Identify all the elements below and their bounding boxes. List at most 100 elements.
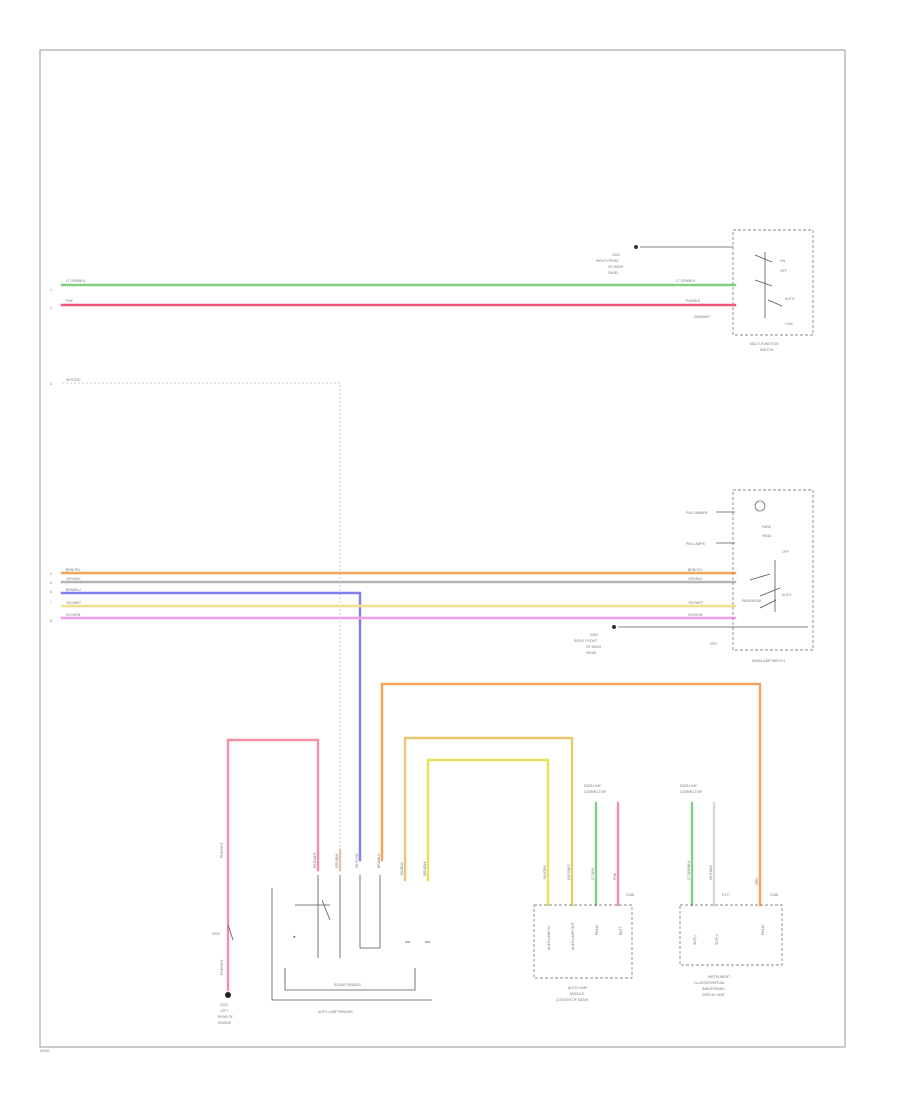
wire-label: PNK/BLK	[686, 299, 701, 303]
wire-label: WHT/VIO	[355, 853, 359, 868]
module-pin: AUTO LAMP IN	[547, 926, 551, 950]
ground-symbol	[634, 245, 638, 249]
pin-number: 4	[50, 572, 52, 576]
connector-label: C277	[722, 893, 730, 897]
switch-contact-label: OFF	[780, 269, 787, 273]
switch-contact-label: LOW	[785, 322, 794, 326]
ground-label: RIGHT FRONT	[574, 639, 597, 643]
module-header: DATA LINK	[584, 784, 602, 788]
switch-contact-label: AUTO	[782, 593, 792, 597]
wire-label: PNK	[613, 872, 617, 880]
switch-contact	[749, 573, 771, 581]
ground-label: OF DASH	[608, 265, 624, 269]
module-pin: SCP(+)	[715, 934, 719, 945]
wire-label: GRY/WHT	[567, 864, 571, 880]
module-header: CONNECTOR	[584, 790, 606, 794]
ground-label: G401	[612, 253, 620, 257]
module-header: DATA LINK	[680, 784, 698, 788]
pin-marker: ◄	[292, 934, 296, 939]
module-caption: MODULE	[570, 992, 585, 996]
module-caption: (CENTER OF DASH)	[556, 998, 588, 1002]
ground-label: REAR OF	[218, 1015, 233, 1019]
pin-number: 8	[50, 619, 52, 623]
fuse-switch	[227, 924, 234, 941]
ground-symbol	[612, 625, 616, 629]
wire-label: YEL/BLK	[400, 862, 404, 876]
switch-contact	[759, 587, 781, 597]
wire-label: VIO/GRN	[66, 613, 81, 617]
module-caption: AUTO LAMP	[568, 986, 588, 990]
wire-label: RED/WHT	[313, 852, 317, 868]
wire-label: GRY/BLK	[688, 577, 703, 581]
wire-white-dashed	[62, 382, 341, 850]
pin-number: 5	[50, 581, 52, 585]
switch-contact-label: OFF	[782, 550, 789, 554]
wire-label: GRN/WHT	[694, 315, 710, 319]
ground-label: PANEL	[608, 271, 619, 275]
wire-label: YEL/WHT	[688, 601, 703, 605]
switch-contact	[754, 279, 773, 287]
wire-label: PNK/WHT	[220, 959, 224, 975]
switch-contact	[759, 599, 777, 609]
wire-yellow-green	[426, 758, 550, 907]
switch-contact-label: HEAD	[762, 534, 772, 538]
ground-label: G301	[590, 633, 598, 637]
pin-number: 3	[50, 382, 52, 386]
wire-label: GRY/BLK	[66, 577, 81, 581]
pin-number: 1	[50, 288, 52, 292]
headlamp-switch	[732, 489, 814, 651]
module-caption: DISPLAY UNIT	[702, 993, 725, 997]
wire-label: YEL/WHT	[66, 601, 81, 605]
wire-label: BRN/YEL	[66, 568, 81, 572]
module-caption: CLUSTER/VIRTUAL	[694, 981, 725, 985]
module-caption: IMAGE/PANEL	[702, 987, 725, 991]
multi-function-switch	[732, 229, 814, 336]
ground-label: G201	[220, 1003, 228, 1007]
ground-label: RIGHT FRONT	[596, 259, 619, 263]
auto-lamp-sensor	[271, 888, 432, 1001]
switch-contact-label: AUTO	[785, 297, 795, 301]
connector-label: C268	[626, 893, 634, 897]
module-pin: RELAY	[595, 923, 599, 935]
switch-contact	[754, 254, 773, 263]
switch-contact	[767, 299, 783, 307]
dimmer-label: PNL LAMPS	[686, 542, 706, 546]
module-pin: SCP(-)	[693, 935, 697, 945]
wire-pink-feed	[226, 738, 320, 992]
pin-number: 2	[50, 306, 52, 310]
module-pin: AUTO LAMP OUT	[571, 922, 575, 950]
sensor-contact	[321, 899, 331, 921]
switch-label: S240	[212, 932, 220, 936]
wire-label: PNK	[66, 299, 74, 303]
solar-sensor-housing	[284, 968, 416, 991]
sensor-contact	[359, 875, 381, 949]
ground-symbol	[225, 992, 231, 998]
ground-label: ENGINE	[218, 1021, 232, 1025]
wire-label: LT GRN/BLK	[66, 279, 86, 283]
sensor-inner-label: SOLAR SENSOR	[334, 983, 361, 987]
component-caption: SWITCH	[760, 348, 774, 352]
switch-contact-label: ON	[780, 259, 786, 263]
dimmer-label: PNL DIMMER	[686, 511, 708, 515]
wire-blue	[60, 591, 362, 862]
module-caption: INSTRUMENT	[708, 975, 730, 979]
wire-label: BRN/YEL	[688, 568, 703, 572]
component-caption: AUTO LAMP SENSOR	[318, 1010, 353, 1014]
wire-label: LT GRN/BLK	[676, 279, 696, 283]
wire-label: GRY/BLK	[335, 853, 339, 868]
diagram-frame	[39, 49, 846, 1048]
wire-label: GRY	[710, 642, 718, 646]
ground-label: OF DASH	[586, 645, 602, 649]
pin-number: 7	[50, 601, 52, 605]
module-header: CONNECTOR	[680, 790, 702, 794]
wire-label: YEL/GRN	[543, 865, 547, 880]
wire-label: LT GRN/BLK	[687, 860, 691, 880]
wire-label: WHT/BLK	[709, 864, 713, 880]
component-caption: HEADLAMP SWITCH	[752, 659, 785, 663]
wire-label: BRN/BLU	[66, 588, 81, 592]
switch-contact-label: PARK	[762, 525, 772, 529]
wire-label: BRN/BLU	[377, 853, 381, 868]
ground-label: LEFT	[220, 1009, 228, 1013]
wire-orange-long	[380, 682, 762, 907]
